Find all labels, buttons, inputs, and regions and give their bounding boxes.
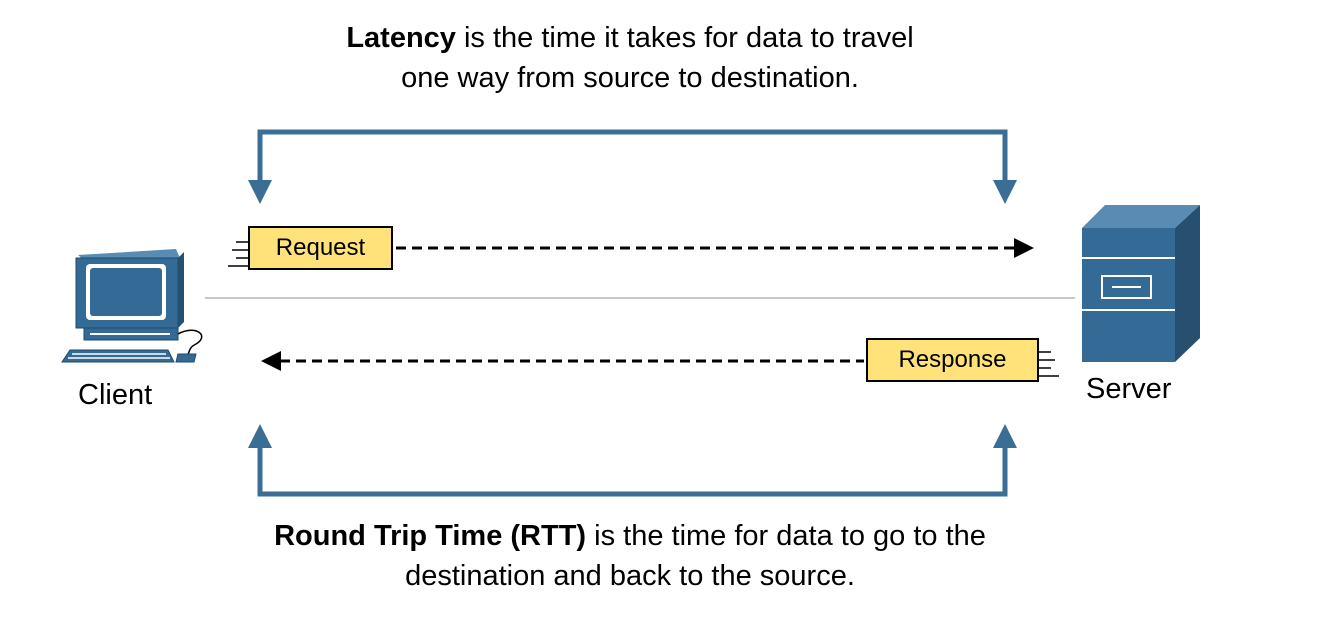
client-label: Client bbox=[78, 379, 153, 411]
response-arrowhead bbox=[261, 351, 281, 371]
latency-definition-line2: one way from source to destination. bbox=[401, 62, 859, 94]
latency-arrowhead-right bbox=[993, 180, 1017, 204]
response-packet: Response bbox=[866, 338, 1039, 382]
rtt-term: Round Trip Time (RTT) bbox=[274, 520, 587, 552]
server-label: Server bbox=[1086, 373, 1172, 405]
computer-icon bbox=[61, 249, 203, 363]
latency-bracket bbox=[257, 129, 1008, 182]
request-packet: Request bbox=[248, 226, 393, 270]
latency-term: Latency bbox=[346, 22, 456, 54]
rtt-caption: Round Trip Time (RTT) is the time for da… bbox=[180, 516, 1080, 596]
server-icon bbox=[1082, 205, 1200, 362]
rtt-arrowhead-right bbox=[993, 424, 1017, 448]
latency-caption: Latency is the time it takes for data to… bbox=[260, 18, 1000, 98]
response-motion-lines bbox=[1039, 351, 1059, 377]
rtt-definition-line1: is the time for data to go to the bbox=[586, 520, 986, 552]
request-arrowhead bbox=[1014, 238, 1034, 258]
rtt-definition-line2: destination and back to the source. bbox=[405, 560, 855, 592]
latency-definition-line1: is the time it takes for data to travel bbox=[455, 22, 914, 54]
latency-arrowhead-left bbox=[248, 180, 272, 204]
rtt-bracket bbox=[257, 448, 1008, 497]
request-motion-lines bbox=[228, 241, 248, 267]
rtt-arrowhead-left bbox=[248, 424, 272, 448]
